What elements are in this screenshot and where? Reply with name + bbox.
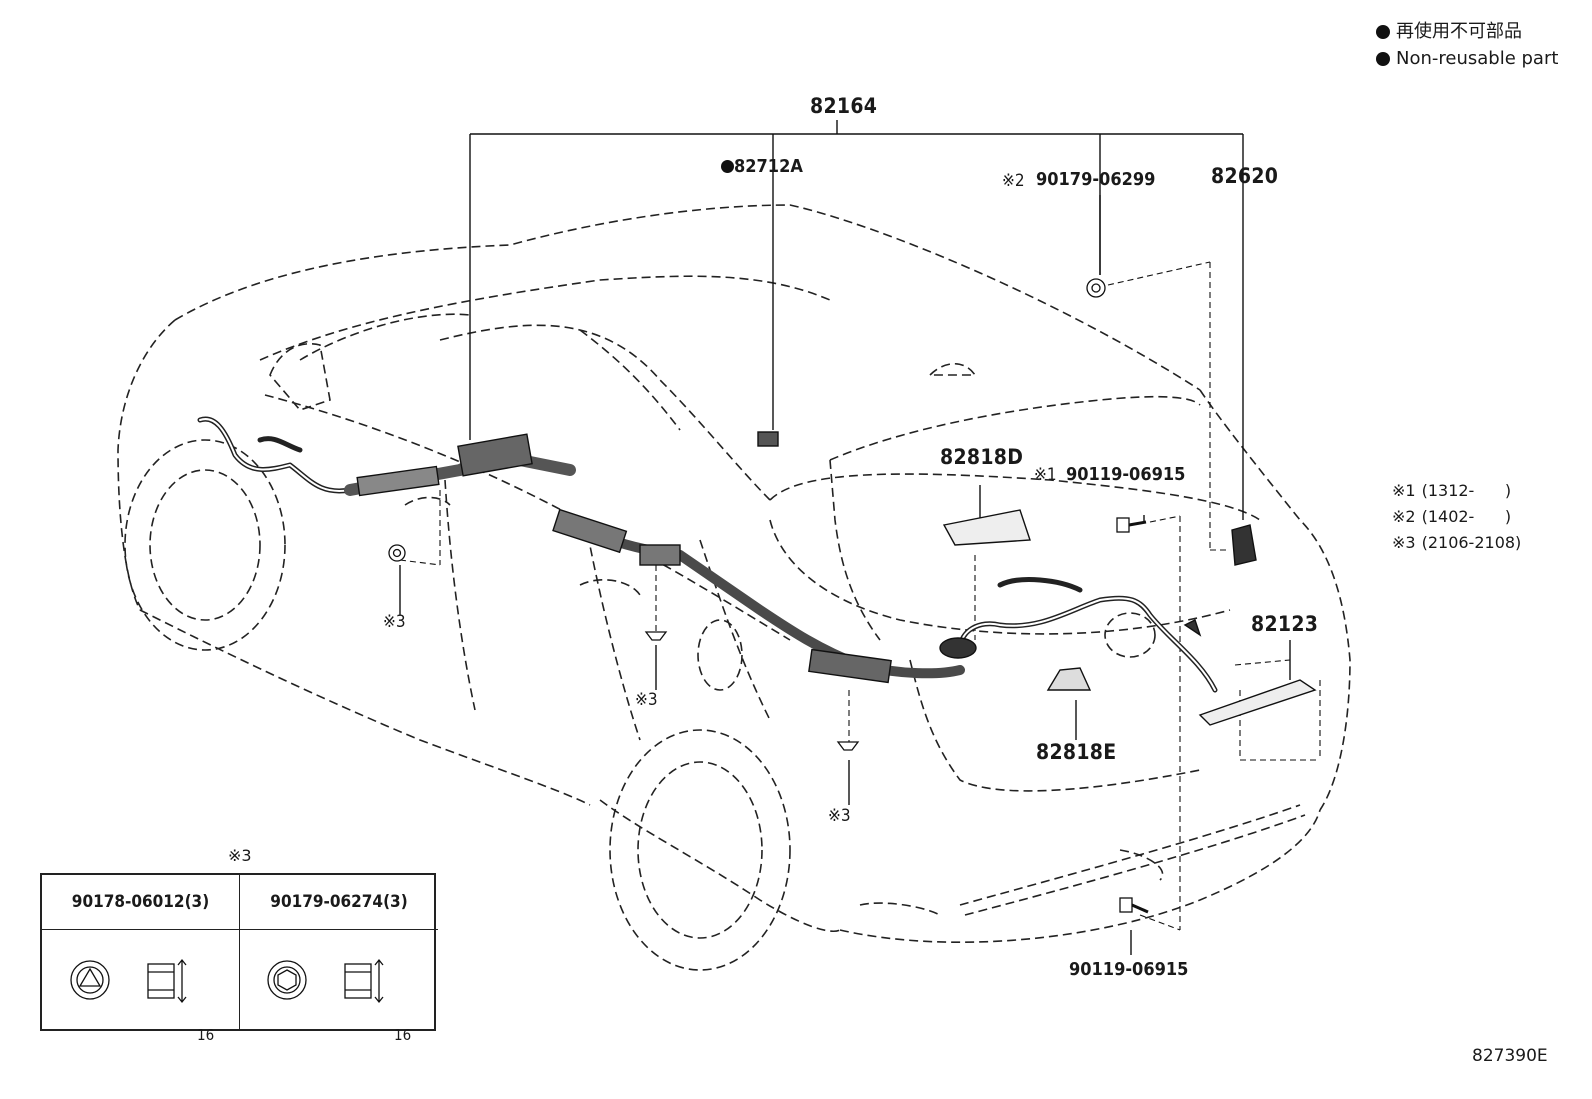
label-90119-06915-top-mark: ※1 <box>1034 465 1057 485</box>
note-3-mark: ※3 <box>1392 533 1416 552</box>
date-notes: ※1 (1312- ) ※2 (1402- ) ※3 (2106-2108) <box>1392 478 1552 556</box>
inset-title: ※3 <box>228 846 252 865</box>
label-82620: 82620 <box>1211 164 1279 188</box>
nut-icon-ref3-a <box>388 544 406 562</box>
inset-dimension-2: 16 <box>394 1026 412 1044</box>
parts-shapes <box>356 431 1317 726</box>
note-1: ※1 (1312- ) <box>1392 478 1552 504</box>
label-90119-06915-bottom: 90119-06915 <box>1069 959 1189 980</box>
legend-row-en: Non-reusable part <box>1376 45 1558 72</box>
label-82164: 82164 <box>810 94 878 118</box>
label-ref3-a: ※3 <box>383 612 406 632</box>
label-82123: 82123 <box>1251 612 1319 636</box>
nut-icon-ref3-c <box>836 741 860 751</box>
bolt-icon-90119-06915-bottom <box>1119 897 1149 914</box>
filled-dot-icon <box>1376 51 1390 66</box>
nut-icon-ref3-b <box>644 631 668 641</box>
note-3: ※3 (2106-2108) <box>1392 530 1552 556</box>
phantom-connectors <box>399 261 1321 931</box>
inset-drawing-cell-2: 16 <box>240 930 438 1044</box>
inset-drawing-cell-1: 16 <box>42 930 240 1044</box>
label-90179-06299-mark: ※2 <box>1002 171 1025 191</box>
vehicle-outline <box>117 204 1351 971</box>
inset-dimension-1: 16 <box>197 1026 215 1044</box>
filled-dot-icon <box>721 160 734 173</box>
note-1-range: (1312- ) <box>1421 481 1512 500</box>
bolt-icon-90119-06915-top <box>1116 517 1147 533</box>
label-82712A-text: 82712A <box>734 156 803 177</box>
label-82818E: 82818E <box>1036 740 1117 764</box>
legend-text-en: Non-reusable part <box>1396 48 1559 69</box>
inset-drawings <box>70 958 384 1004</box>
label-90119-06915-top: 90119-06915 <box>1066 464 1186 485</box>
nut-icon-90179-06299 <box>1086 278 1106 298</box>
note-2-mark: ※2 <box>1392 507 1416 526</box>
fasteners <box>388 278 1149 914</box>
label-90179-06299: 90179-06299 <box>1036 169 1156 190</box>
inset-table: 90178-06012(3) 90179-06274(3) 16 16 <box>40 873 438 1044</box>
legend: 再使用不可部品 Non-reusable part <box>1376 18 1558 72</box>
label-82712A: 82712A <box>721 156 803 177</box>
legend-text-ja: 再使用不可部品 <box>1396 21 1522 42</box>
filled-dot-icon <box>1376 24 1390 39</box>
label-82818D: 82818D <box>940 445 1024 469</box>
note-2-range: (1402- ) <box>1421 507 1512 526</box>
figure-id: 827390E <box>1472 1046 1548 1066</box>
label-ref3-c: ※3 <box>828 806 851 826</box>
note-1-mark: ※1 <box>1392 481 1416 500</box>
label-ref3-b: ※3 <box>635 690 658 710</box>
note-3-range: (2106-2108) <box>1421 533 1522 552</box>
note-2: ※2 (1402- ) <box>1392 504 1552 530</box>
leader-lines <box>399 120 1291 955</box>
legend-row-ja: 再使用不可部品 <box>1376 18 1558 45</box>
inset-part-1: 90178-06012(3) <box>42 875 240 930</box>
inset-part-2: 90179-06274(3) <box>240 875 438 930</box>
wire-harness <box>197 416 1218 693</box>
